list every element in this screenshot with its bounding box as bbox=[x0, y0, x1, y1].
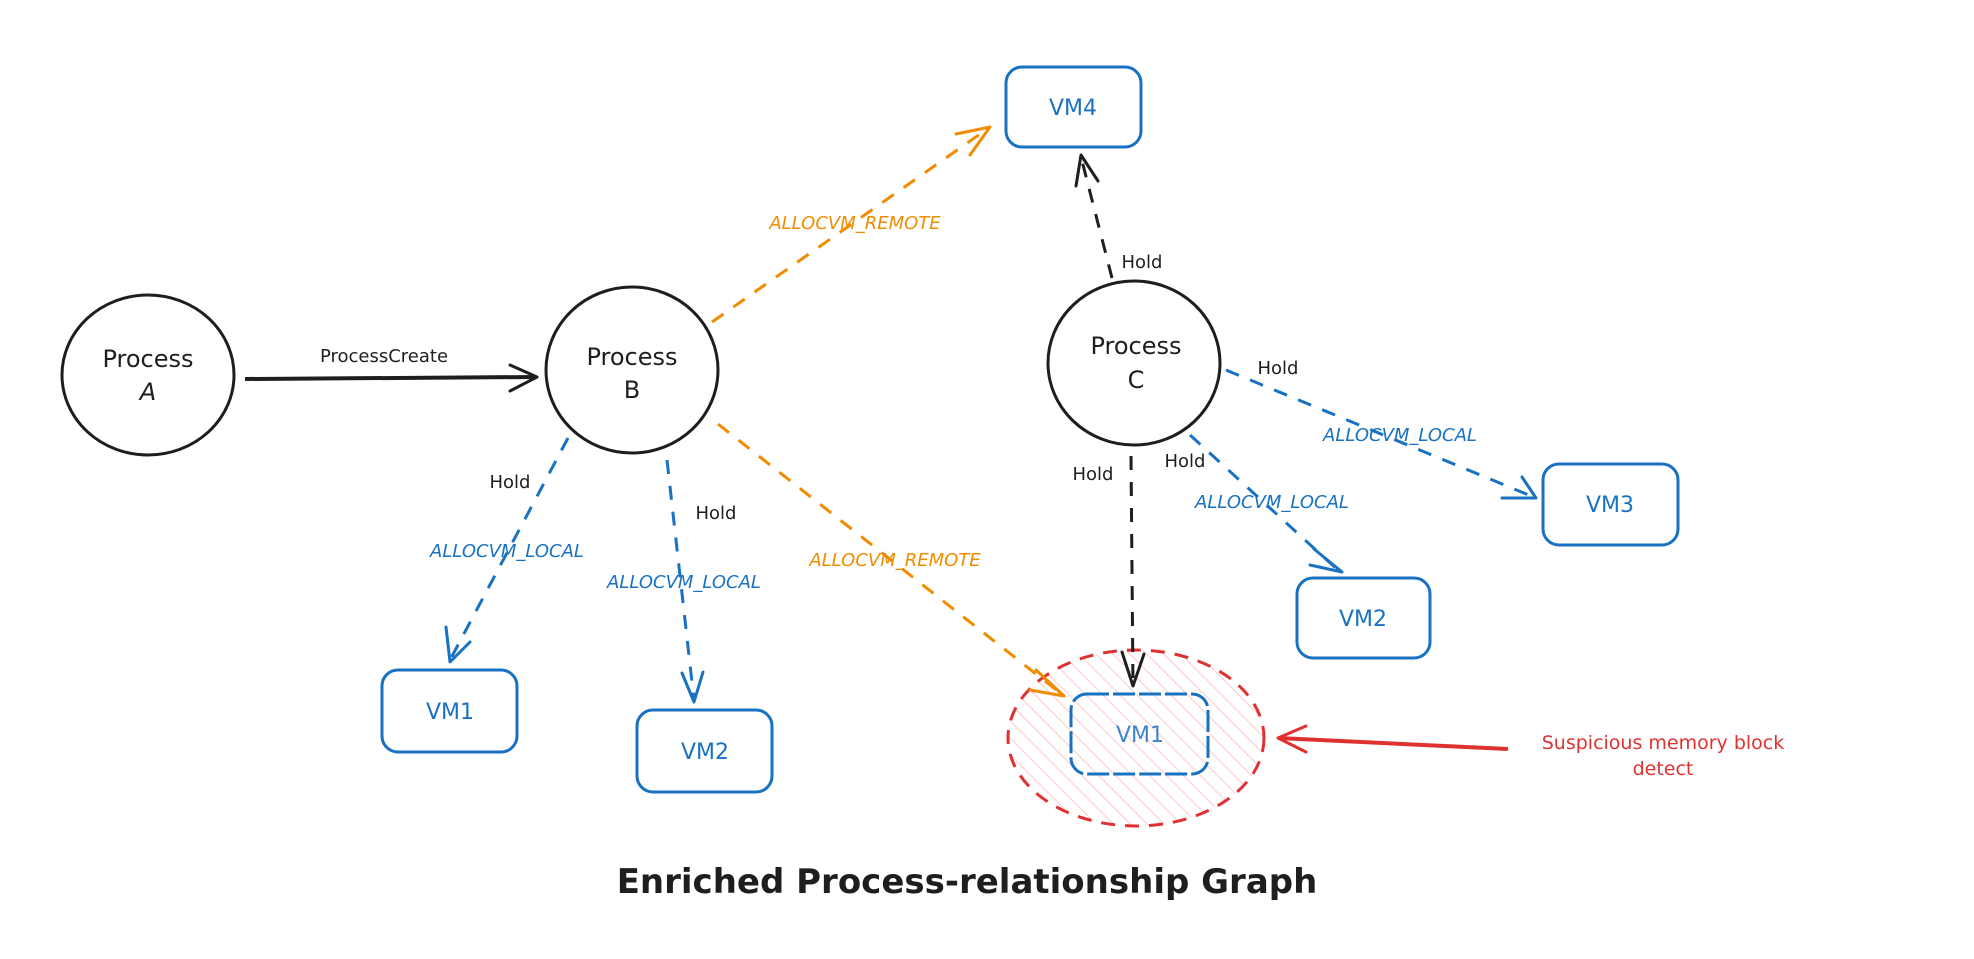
arrowhead-icon bbox=[1028, 668, 1066, 698]
edge-a-to-b-line bbox=[244, 375, 537, 381]
edge-b-to-vm1-hold: Hold bbox=[490, 472, 531, 493]
edge-c-to-vm3[interactable]: Hold ALLOCVM_LOCAL bbox=[1225, 358, 1538, 500]
edge-c-to-suspicious-vm1-line bbox=[1129, 455, 1135, 687]
c-vm3-box[interactable]: VM3 bbox=[1541, 462, 1680, 547]
vm4-label: VM4 bbox=[1049, 96, 1097, 121]
process-a-node[interactable]: Process A bbox=[60, 293, 236, 457]
arrowhead-icon bbox=[508, 363, 539, 393]
b-vm1-rect bbox=[380, 668, 519, 754]
arrowhead-icon bbox=[1308, 547, 1344, 574]
suspicious-vm1-box[interactable]: VM1 bbox=[1069, 692, 1210, 776]
process-c-label-line2: C bbox=[1128, 366, 1145, 394]
edge-c-to-vm4-line bbox=[1079, 156, 1114, 279]
b-vm1-label: VM1 bbox=[426, 700, 474, 725]
edge-a-to-b-label: ProcessCreate bbox=[320, 346, 448, 367]
edge-c-to-vm3-alloc: ALLOCVM_LOCAL bbox=[1322, 425, 1477, 446]
suspicious-annotation: Suspicious memory block detect bbox=[1276, 724, 1785, 780]
edge-c-to-suspicious-vm1[interactable]: Hold bbox=[1073, 455, 1146, 688]
suspicious-ellipse bbox=[1006, 648, 1266, 828]
annotation-arrow-line bbox=[1277, 736, 1509, 751]
process-c-circle bbox=[1046, 279, 1222, 447]
edge-b-to-vm2-alloc: ALLOCVM_LOCAL bbox=[606, 572, 761, 593]
c-vm2-label: VM2 bbox=[1339, 607, 1387, 632]
suspicious-vm1-rect bbox=[1069, 692, 1210, 776]
arrowhead-icon bbox=[1120, 650, 1146, 688]
process-c-node[interactable]: Process C bbox=[1046, 279, 1222, 447]
edge-c-to-vm2-hold: Hold bbox=[1165, 451, 1206, 472]
arrowhead-icon bbox=[680, 670, 705, 704]
annotation-text-line2: detect bbox=[1633, 758, 1694, 780]
arrowhead-icon bbox=[954, 125, 992, 157]
edge-b-to-vm2-hold: Hold bbox=[696, 503, 737, 524]
suspicious-vm1-label: VM1 bbox=[1116, 723, 1164, 748]
edge-c-to-vm3-line bbox=[1225, 368, 1537, 500]
edge-b-to-vm1-line bbox=[448, 437, 570, 661]
edge-b-to-vm4-line bbox=[711, 125, 991, 324]
edge-b-to-suspicious-vm1-alloc: ALLOCVM_REMOTE bbox=[808, 550, 981, 571]
edge-c-to-vm4-hold: Hold bbox=[1122, 252, 1163, 273]
process-b-label-line2: B bbox=[624, 376, 640, 404]
c-vm2-box[interactable]: VM2 bbox=[1295, 576, 1432, 660]
process-b-circle bbox=[544, 285, 720, 455]
arrowhead-icon bbox=[1074, 153, 1100, 188]
edge-b-to-vm4[interactable]: ALLOCVM_REMOTE bbox=[711, 125, 992, 324]
page-title: Enriched Process-relationship Graph bbox=[617, 862, 1318, 902]
edge-c-to-vm2[interactable]: Hold ALLOCVM_LOCAL bbox=[1165, 433, 1349, 574]
b-vm2-rect bbox=[635, 708, 774, 794]
annotation-text-line1: Suspicious memory block bbox=[1542, 732, 1785, 754]
edge-b-to-vm1-alloc: ALLOCVM_LOCAL bbox=[429, 541, 584, 562]
edge-b-to-vm1[interactable]: Hold ALLOCVM_LOCAL bbox=[429, 437, 584, 664]
vm4-box[interactable]: VM4 bbox=[1004, 65, 1143, 149]
process-a-label-line2: A bbox=[138, 378, 156, 406]
edge-c-to-vm4[interactable]: Hold bbox=[1074, 153, 1163, 279]
edge-c-to-vm2-alloc: ALLOCVM_LOCAL bbox=[1194, 492, 1349, 513]
process-b-label-line1: Process bbox=[586, 343, 677, 371]
edge-a-to-b[interactable]: ProcessCreate bbox=[244, 346, 539, 393]
suspicious-region bbox=[1006, 648, 1266, 828]
c-vm3-label: VM3 bbox=[1586, 493, 1634, 518]
b-vm1-box[interactable]: VM1 bbox=[380, 668, 519, 754]
process-a-circle bbox=[60, 293, 236, 457]
process-a-label-line1: Process bbox=[102, 345, 193, 373]
arrowhead-icon bbox=[1276, 724, 1308, 754]
process-c-label-line1: Process bbox=[1090, 332, 1181, 360]
c-vm3-rect bbox=[1541, 462, 1680, 547]
b-vm2-box[interactable]: VM2 bbox=[635, 708, 774, 794]
b-vm2-label: VM2 bbox=[681, 740, 729, 765]
edge-b-to-suspicious-vm1-line bbox=[717, 422, 1065, 698]
c-vm2-rect bbox=[1295, 576, 1432, 660]
edge-b-to-suspicious-vm1[interactable]: ALLOCVM_REMOTE bbox=[717, 422, 1066, 698]
vm4-rect bbox=[1004, 65, 1143, 149]
edge-b-to-vm4-alloc: ALLOCVM_REMOTE bbox=[768, 213, 941, 234]
arrowhead-icon bbox=[444, 625, 472, 664]
edge-c-to-vm3-hold: Hold bbox=[1258, 358, 1299, 379]
edge-b-to-vm2[interactable]: Hold ALLOCVM_LOCAL bbox=[606, 459, 761, 704]
process-b-node[interactable]: Process B bbox=[544, 285, 720, 455]
arrowhead-icon bbox=[1500, 475, 1538, 500]
edge-c-to-suspicious-vm1-hold: Hold bbox=[1073, 464, 1114, 485]
